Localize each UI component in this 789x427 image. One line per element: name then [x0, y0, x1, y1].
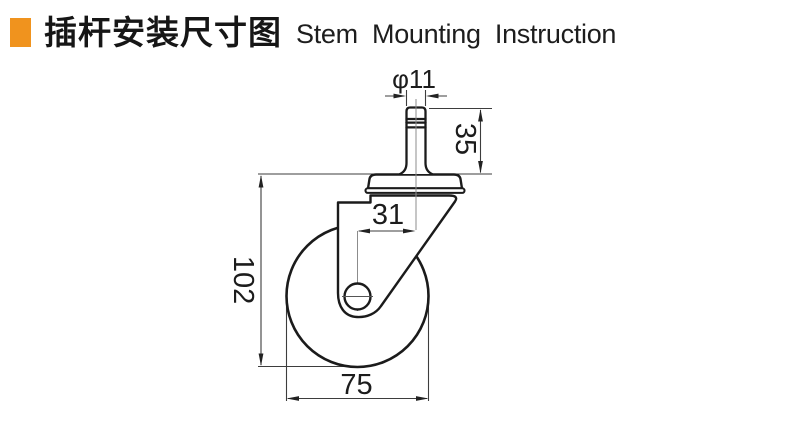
dim-label-stem-length: 35	[449, 123, 481, 155]
page-title-zh: 插杆安装尺寸图	[44, 14, 282, 51]
dim-label-swivel-offset: 31	[372, 199, 404, 231]
dim-label-wheel-diameter: 75	[340, 369, 372, 401]
dimension-arrows	[258, 93, 483, 401]
title-bar: 插杆安装尺寸图 Stem Mounting Instruction	[10, 16, 616, 49]
swivel-cap	[366, 173, 464, 190]
dim-label-stem-diameter: φ11	[392, 64, 436, 94]
swivel-cap-lip	[364, 187, 466, 194]
dim-label-overall-height: 102	[227, 256, 259, 304]
page-title-en: Stem Mounting Instruction	[296, 19, 617, 49]
title-bullet-square	[10, 18, 31, 47]
